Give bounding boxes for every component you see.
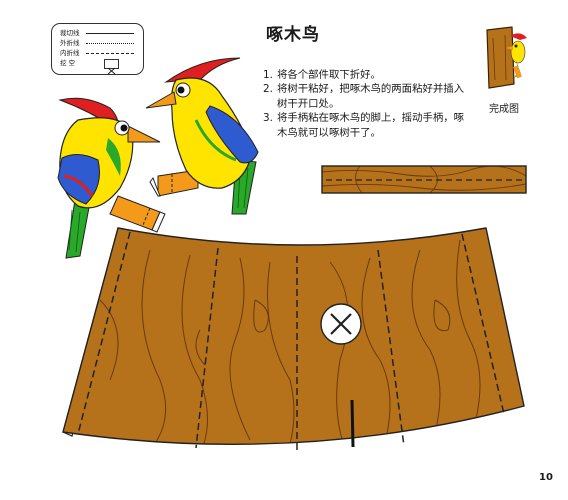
finished-image-label: 完成图 bbox=[489, 104, 519, 115]
step-text: 将树干粘好，把啄木鸟的两面粘好并插入树干开口处。 bbox=[277, 83, 465, 110]
step-number: 2. bbox=[263, 83, 273, 96]
instruction-step: 1. 将各个部件取下折好。 bbox=[263, 68, 473, 82]
step-text: 将手柄粘在啄木鸟的脚上，摇动手柄，啄木鸟就可以啄树干了。 bbox=[277, 112, 465, 139]
cutout-hole-icon bbox=[320, 303, 362, 345]
insert-slit bbox=[350, 399, 355, 448]
hollow-x-icon bbox=[104, 59, 119, 75]
instruction-step: 2. 将树干粘好，把啄木鸟的两面粘好并插入树干开口处。 bbox=[263, 82, 473, 111]
instruction-step: 3. 将手柄粘在啄木鸟的脚上，摇动手柄，啄木鸟就可以啄树干了。 bbox=[263, 111, 473, 140]
legend-cut-label: 裁切线 bbox=[60, 29, 80, 37]
instruction-list: 1.将各个部件取下折好。 2.将树干粘好，把啄木鸟的两面粘好并插入树干开口处。 … bbox=[263, 68, 473, 140]
woodpecker-right bbox=[145, 57, 259, 215]
page-title: 啄木鸟 bbox=[266, 25, 320, 45]
trunk-strip-piece bbox=[321, 165, 527, 194]
page-number: 10 bbox=[539, 472, 553, 483]
cut-line-sample bbox=[86, 33, 134, 34]
legend-valley-fold-label: 内折线 bbox=[60, 49, 80, 57]
trunk-main-piece bbox=[62, 227, 525, 453]
valley-fold-sample bbox=[86, 53, 134, 54]
step-number: 1. bbox=[263, 69, 273, 81]
step-number: 3. bbox=[263, 112, 273, 125]
legend-mountain-fold-label: 外折线 bbox=[60, 39, 80, 47]
fold-line-legend: 裁切线 外折线 内折线 挖 空 bbox=[51, 23, 144, 75]
mountain-fold-sample bbox=[86, 43, 134, 44]
finished-preview-image bbox=[486, 26, 527, 89]
legend-hollow-label: 挖 空 bbox=[60, 59, 76, 67]
woodpecker-left bbox=[57, 97, 166, 259]
step-text: 将各个部件取下折好。 bbox=[277, 69, 381, 81]
